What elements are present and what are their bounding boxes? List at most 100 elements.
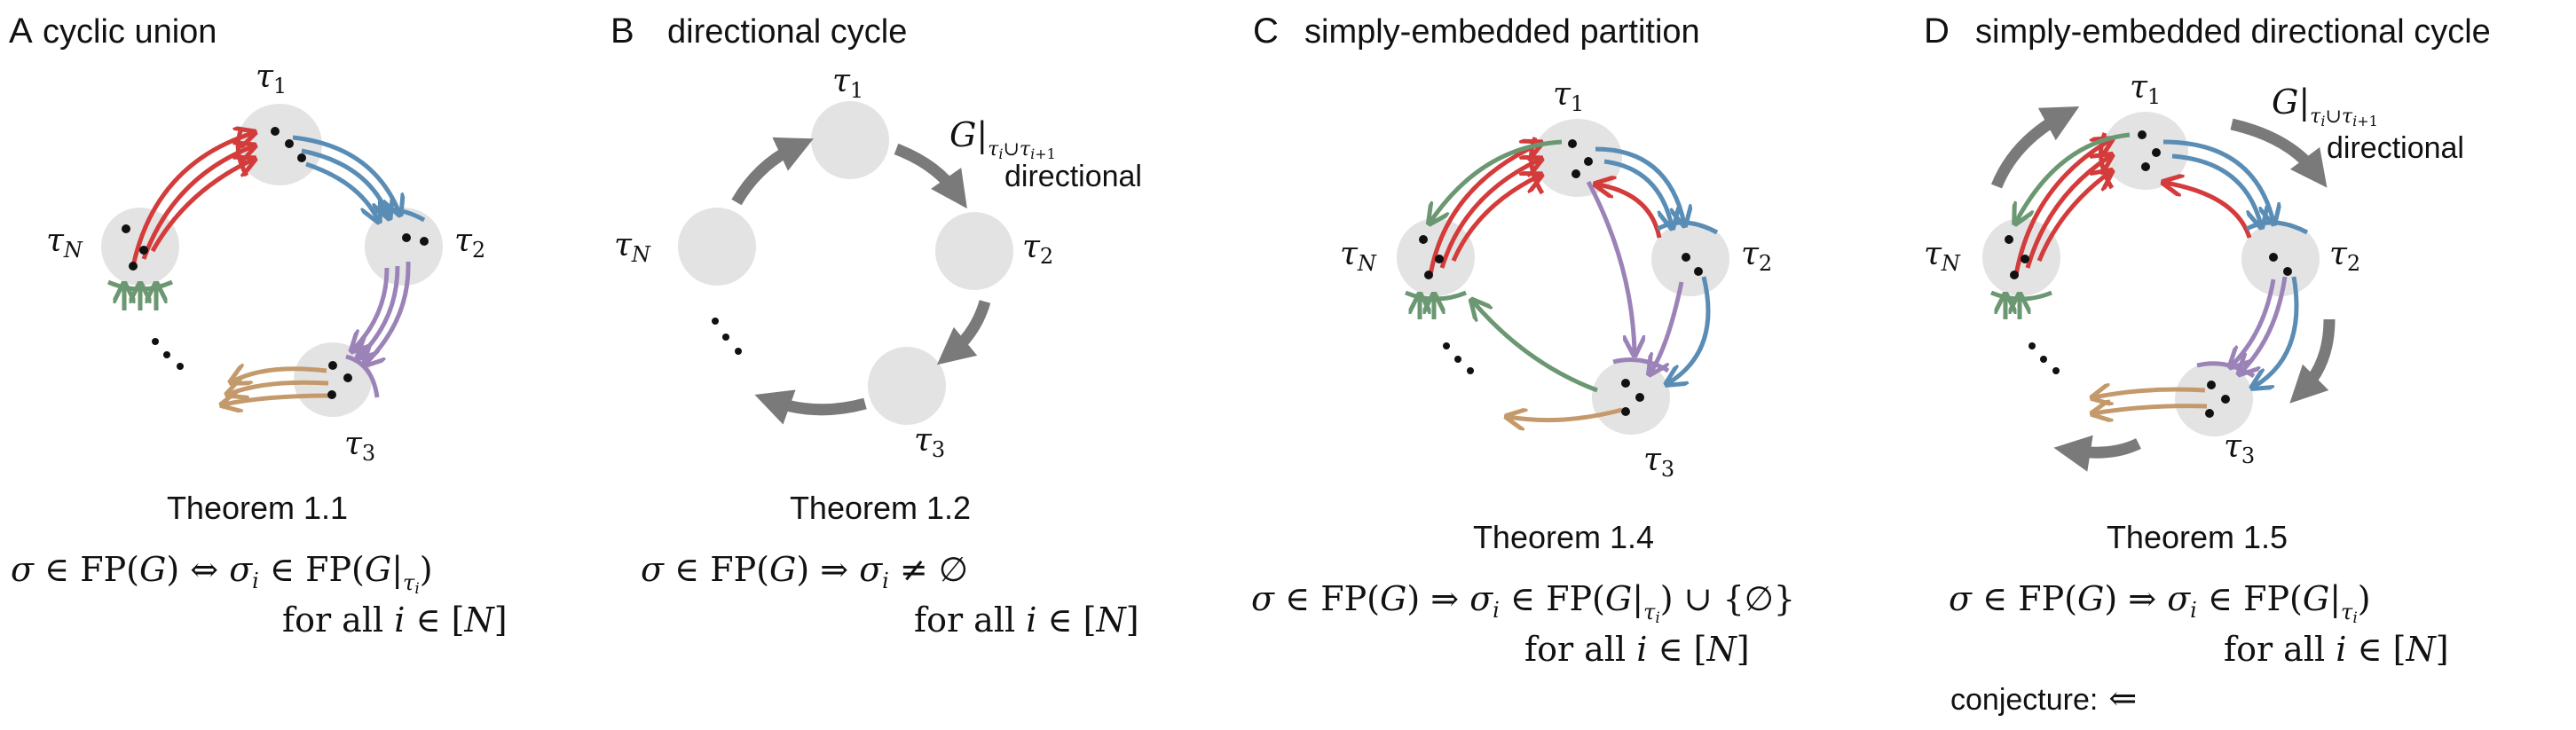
edge-tan	[224, 396, 331, 404]
label-tau3: τ3	[2224, 428, 2255, 468]
node-tau1	[237, 104, 322, 185]
panel-a-letter: A	[9, 12, 33, 51]
edge-tan	[2094, 389, 2206, 397]
panel-a-title: cyclic union	[43, 13, 217, 51]
edge-red	[1451, 176, 1540, 262]
label-tauN: τN	[614, 227, 651, 267]
panel-c-title: simply-embedded partition	[1304, 13, 1700, 51]
arrow-gray	[731, 137, 814, 206]
panel-a-formula: σ ∈ FP(G) ⇔ σi ∈ FP(G|τi)	[11, 550, 433, 598]
edge-purple	[2232, 279, 2276, 365]
panel-c-formula: σ ∈ FP(G) ⇒ σi ∈ FP(G|τi) ∪ {∅}	[1251, 579, 1795, 627]
panel-d-title: simply-embedded directional cycle	[1975, 13, 2491, 51]
edge-red	[2036, 172, 2110, 262]
panel-a-formula2: for all i ∈ [N]	[282, 600, 508, 640]
panel-a: A cyclic union	[9, 12, 508, 640]
arrow-gray	[754, 389, 867, 425]
panel-b-theorem: Theorem 1.2	[790, 490, 971, 526]
edge-purple	[353, 267, 390, 349]
edge-red	[1439, 160, 1540, 269]
node-tauN	[678, 208, 756, 286]
panel-d-formula3: conjecture: ⇐	[1950, 679, 2137, 718]
bracket-blue	[372, 207, 426, 223]
panel-a-theorem: Theorem 1.1	[167, 490, 348, 526]
edge-blue	[1603, 159, 1672, 226]
edge-red	[2165, 183, 2252, 239]
edge-blue	[301, 148, 389, 216]
ellipsis-dots	[712, 318, 742, 355]
panel-d-formula: σ ∈ FP(G) ⇒ σi ∈ FP(G|τi)	[1949, 579, 2371, 627]
edge-red	[130, 133, 253, 267]
edge-red	[1597, 184, 1662, 239]
bracket-red	[235, 128, 249, 177]
panel-d-letter: D	[1924, 12, 1950, 51]
arrow-gray	[894, 143, 967, 209]
neuron-dots	[2005, 130, 2292, 418]
bracket-purple	[1612, 357, 1670, 373]
panel-b-letter: B	[611, 12, 634, 51]
label-tau3: τ3	[914, 422, 945, 462]
panel-d-annotation: directional	[2327, 131, 2464, 165]
edge-blue	[2171, 153, 2261, 225]
bracket-blue	[2245, 220, 2309, 235]
label-tauN: τN	[46, 223, 83, 263]
node-tau2	[935, 212, 1013, 290]
edge-red	[150, 160, 253, 253]
arrow-gray	[1990, 106, 2080, 189]
panel-c-theorem: Theorem 1.4	[1473, 519, 1654, 555]
panel-c: C simply-embedded partition	[1251, 12, 1795, 669]
label-tau2: τ2	[1022, 229, 1053, 269]
label-tau1: τ1	[256, 59, 287, 98]
bracket-purple	[2196, 361, 2256, 379]
edge-red	[141, 146, 253, 260]
edge-green	[1473, 302, 1598, 393]
edge-tan	[1509, 410, 1623, 420]
node-tau3	[2175, 362, 2253, 436]
panel-c-letter: C	[1253, 12, 1279, 51]
bracket-red	[1529, 137, 1545, 195]
panel-d-annotation-math: G|τi∪τi+1	[2272, 82, 2378, 130]
node-tau3	[868, 347, 946, 425]
edge-blue	[1668, 276, 1711, 383]
edge-green	[1430, 139, 1563, 222]
node-tau3	[1592, 360, 1670, 435]
bracket-green	[106, 279, 174, 292]
node-tau2	[365, 208, 443, 286]
edge-blue	[2162, 139, 2273, 222]
bracket-blue	[1656, 220, 1719, 235]
label-tau3: τ3	[1643, 442, 1674, 482]
label-tau1: τ1	[1553, 76, 1584, 116]
label-tauN: τN	[1924, 236, 1961, 276]
edge-red	[1428, 144, 1540, 276]
panel-b-title: directional cycle	[667, 13, 907, 51]
edge-purple	[1586, 180, 1635, 353]
label-tau2: τ2	[2329, 236, 2360, 276]
edge-blue	[2254, 276, 2299, 387]
panel-d-theorem: Theorem 1.5	[2107, 519, 2288, 555]
edge-tan	[2094, 406, 2208, 413]
label-tau1: τ1	[832, 63, 863, 103]
panel-b-annotation: directional	[1004, 160, 1142, 193]
bracket-purple	[345, 354, 380, 398]
edge-purple	[1650, 281, 1684, 373]
label-tau2: τ2	[1741, 236, 1772, 276]
neuron-dots	[1419, 139, 1703, 416]
node-tau1	[2103, 112, 2188, 190]
label-tau2: τ2	[454, 223, 485, 263]
arrow-gray	[936, 300, 991, 365]
node-tau2	[2241, 222, 2320, 296]
panel-d-formula2: for all i ∈ [N]	[2224, 630, 2449, 669]
panel-c-formula2: for all i ∈ [N]	[1524, 630, 1750, 669]
arrow-gray	[2053, 435, 2141, 472]
panel-b-annotation-math: G|τi∪τi+1	[949, 115, 1056, 162]
node-tau1	[811, 101, 889, 179]
panel-b-formula2: for all i ∈ [N]	[914, 600, 1139, 640]
panel-b: B directional cycle τ1 τ2 τ3 τN G|τi∪τi+…	[611, 12, 1142, 640]
label-tau3: τ3	[344, 426, 375, 466]
arrow-gray	[2289, 318, 2336, 404]
panel-d: D simply-embedded directional cycle	[1924, 12, 2491, 718]
bracket-green	[1990, 290, 2052, 302]
label-tauN: τN	[1340, 236, 1377, 276]
node-tau2	[1651, 222, 1729, 296]
edge-blue	[305, 161, 378, 220]
